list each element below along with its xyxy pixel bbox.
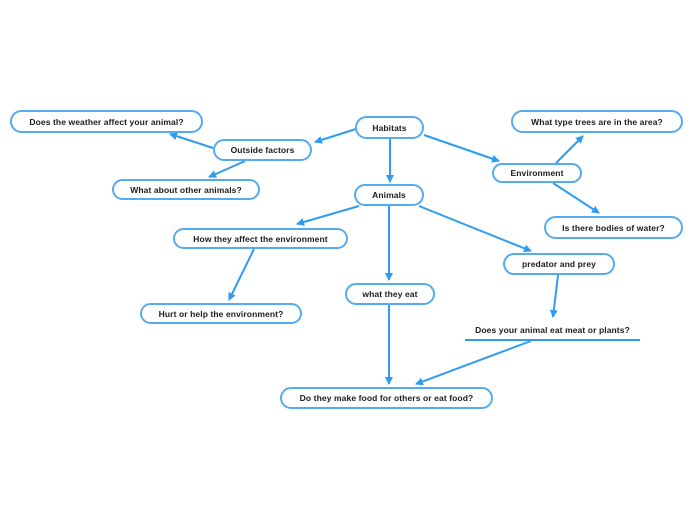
node-label: What about other animals? (130, 184, 242, 195)
connector-predator-prey-to-meat-or-plants (549, 274, 559, 318)
node-label: Does the weather affect your animal? (29, 116, 184, 127)
node-label: Is there bodies of water? (562, 222, 665, 233)
node-habitats[interactable]: Habitats (355, 116, 424, 139)
node-label: Habitats (372, 122, 407, 133)
node-environment[interactable]: Environment (492, 163, 582, 183)
node-water[interactable]: Is there bodies of water? (544, 216, 683, 239)
node-label: Outside factors (230, 145, 295, 155)
connector-animals-to-predator-prey (418, 205, 532, 253)
node-label: what they eat (362, 289, 418, 299)
node-label: predator and prey (522, 259, 596, 269)
node-hurt-or-help[interactable]: Hurt or help the environment? (140, 303, 302, 324)
node-label: How they affect the environment (193, 233, 328, 244)
connector-habitats-to-outside-factors (314, 128, 357, 144)
connector-affect-environment-to-hurt-or-help (228, 248, 255, 301)
node-outside-factors[interactable]: Outside factors (213, 139, 312, 161)
node-make-food[interactable]: Do they make food for others or eat food… (280, 387, 493, 409)
node-affect-environment[interactable]: How they affect the environment (173, 228, 348, 249)
node-weather[interactable]: Does the weather affect your animal? (10, 110, 203, 133)
connector-meat-or-plants-to-make-food (415, 340, 532, 386)
connector-habitats-to-environment (423, 134, 500, 163)
connector-environment-to-trees (555, 135, 584, 164)
node-meat-or-plants[interactable]: Does your animal eat meat or plants? (465, 320, 640, 341)
connector-outside-factors-to-weather (169, 132, 214, 149)
connector-outside-factors-to-other-animals (208, 160, 246, 178)
node-what-they-eat[interactable]: what they eat (345, 283, 435, 305)
node-animals[interactable]: Animals (354, 184, 424, 206)
node-label: Animals (372, 190, 406, 200)
connector-environment-to-water (552, 182, 600, 214)
node-label: Do they make food for others or eat food… (299, 393, 474, 403)
connector-animals-to-affect-environment (296, 205, 360, 226)
node-other-animals[interactable]: What about other animals? (112, 179, 260, 200)
node-label: Environment (510, 168, 564, 178)
node-label: Hurt or help the environment? (158, 308, 284, 319)
node-label: What type trees are in the area? (531, 116, 663, 127)
node-label: Does your animal eat meat or plants? (475, 324, 630, 335)
node-predator-prey[interactable]: predator and prey (503, 253, 615, 275)
node-trees[interactable]: What type trees are in the area? (511, 110, 683, 133)
